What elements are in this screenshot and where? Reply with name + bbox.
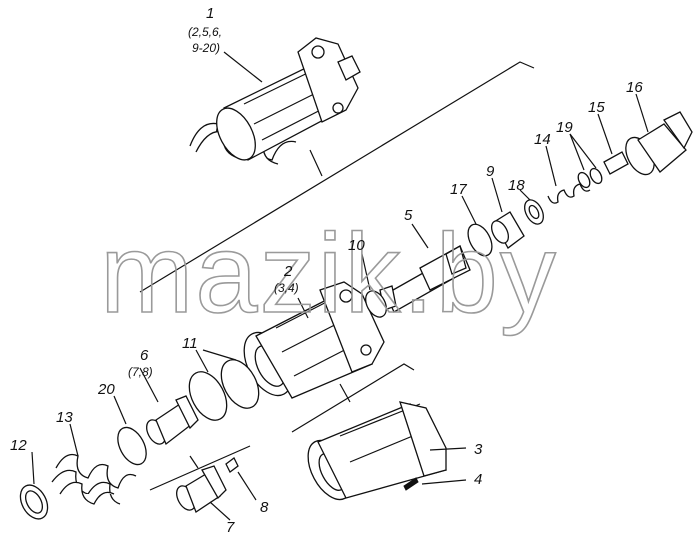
callout-6: 6 (140, 347, 149, 364)
callout-1-sub: (2,5,6, (188, 25, 222, 39)
callout-14: 14 (534, 131, 551, 148)
part-19-small-washers-drawing (577, 167, 603, 189)
callout-2-sub: (3,4) (274, 281, 299, 295)
callout-labels: 1 (2,5,6, 9-20) 2 (3,4) 3 4 5 6 (7,8) 7 … (10, 5, 643, 536)
part-7-plunger-drawing (176, 465, 227, 513)
callout-10: 10 (348, 237, 365, 254)
part-20-ring-drawing (117, 426, 147, 466)
assembly-bracket-lines (139, 61, 535, 491)
part-10-o-ring-drawing (365, 290, 387, 318)
part-4-pin-drawing (403, 477, 419, 491)
callout-12: 12 (10, 437, 27, 454)
part-17-ring-drawing (467, 223, 493, 257)
callout-18: 18 (508, 177, 525, 194)
part-11-o-rings-drawing (188, 359, 260, 421)
callout-11: 11 (182, 335, 198, 352)
callout-16: 16 (626, 79, 643, 96)
part-6-plunger-drawing (146, 395, 199, 446)
callout-4: 4 (474, 471, 482, 488)
callout-13: 13 (56, 409, 73, 426)
part-1-assembly-drawing (189, 37, 361, 165)
callout-9: 9 (486, 163, 495, 180)
callout-7: 7 (226, 519, 235, 536)
callout-20: 20 (97, 381, 115, 398)
callout-3: 3 (474, 441, 483, 458)
part-18-washer-drawing (524, 199, 544, 225)
callout-1: 1 (206, 5, 214, 22)
callout-8: 8 (260, 499, 269, 516)
callout-15: 15 (588, 99, 605, 116)
part-12-snap-ring-drawing (19, 484, 49, 520)
callout-2: 2 (283, 263, 293, 280)
watermark-text: mazik.by (100, 211, 558, 336)
part-8-small-pin-drawing (225, 457, 239, 473)
part-5-stem-drawing (379, 245, 471, 313)
part-13-spring-drawing (51, 453, 137, 505)
part-16-end-fitting-drawing (625, 111, 693, 176)
part-14-small-spring-drawing (547, 183, 591, 204)
part-15-screw-drawing (603, 151, 629, 175)
callout-6-sub: (7,8) (128, 365, 153, 379)
callout-19: 19 (556, 119, 573, 136)
leader-lines (31, 51, 649, 521)
callout-5: 5 (404, 207, 413, 224)
callout-1-sub2: 9-20) (192, 41, 220, 55)
part-3-sleeve-drawing (307, 401, 447, 501)
part-9-valve-seat-drawing (490, 211, 525, 249)
callout-17: 17 (450, 181, 467, 198)
